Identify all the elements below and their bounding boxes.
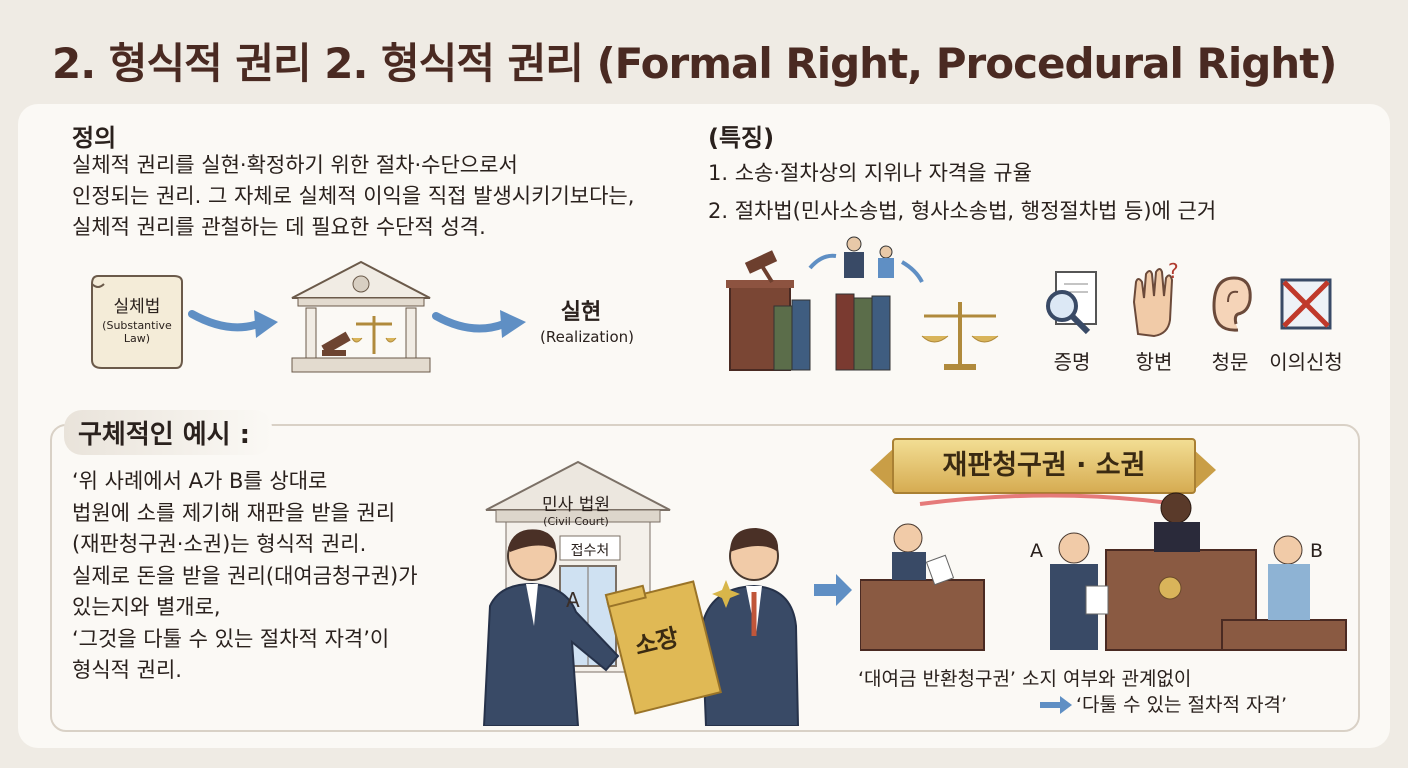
definition-text: 실체적 권리를 실현·확정하기 위한 절차·수단으로서 인정되는 권리. 그 자…: [72, 150, 634, 243]
scroll-sub-label: (Substantive Law): [102, 319, 172, 345]
arrow-icon: [814, 574, 852, 606]
right-to-sue-banner: 재판청구권 · 소권: [892, 438, 1196, 494]
definition-line: 실체적 권리를 관철하는 데 필요한 수단적 성격.: [72, 215, 486, 239]
example-line: 실제로 돈을 받을 권리(대여금청구권)가: [72, 563, 418, 588]
courthouse-icon: [291, 260, 431, 373]
example-line: 있는지와 별개로,: [72, 595, 221, 619]
result-sub-label: (Realization): [540, 328, 635, 346]
feature-item: 2. 절차법(민사소송법, 형사소송법, 행정절차법 등)에 근거: [708, 199, 1217, 223]
party-a-label: A: [1030, 540, 1043, 562]
banner-ribbon-left: [870, 448, 894, 492]
features-list: 1. 소송·절차상의 지위나 자격을 규율 2. 절차법(민사소송법, 형사소송…: [708, 154, 1216, 230]
example-line: (재판청구권·소권)는 형식적 권리.: [72, 532, 367, 556]
arrow-icon: [1040, 696, 1072, 714]
icon-label: 항변: [1135, 350, 1173, 374]
example-text: ‘위 사례에서 A가 B를 상대로 법원에 소를 제기해 재판을 받을 권리 (…: [72, 466, 418, 687]
magnifier-document-icon: [1046, 271, 1097, 335]
law-books-illustration: [726, 236, 999, 371]
definition-line: 인정되는 권리. 그 자체로 실체적 이익을 직접 발생시키기보다는,: [72, 184, 635, 208]
civil-court-illustration: [482, 460, 800, 726]
scroll-icon: [91, 275, 183, 369]
court-sub-label: (Civil Court): [543, 515, 609, 528]
door-label: A: [566, 588, 580, 612]
example-line: ‘위 사례에서 A가 B를 상대로: [72, 469, 328, 493]
icon-label: 이의신청: [1269, 350, 1343, 374]
icon-label: 청문: [1211, 350, 1249, 374]
example-line: 법원에 소를 제기해 재판을 받을 권리: [72, 500, 396, 525]
courtroom-caption: ‘대여금 반환청구권’ 소지 여부와 관계없이: [858, 668, 1192, 690]
cross-box-icon: [1280, 278, 1332, 330]
courtroom-illustration: [860, 492, 1347, 651]
banner-ribbon-right: [1192, 448, 1216, 492]
ear-icon: [1212, 276, 1252, 332]
example-line: 형식적 권리.: [72, 658, 182, 682]
result-label: 실현: [560, 300, 602, 325]
raised-hand-icon: ?: [1132, 262, 1179, 338]
scroll-label: 실체법: [113, 297, 161, 317]
example-box: [50, 424, 1360, 732]
example-line: ‘그것을 다툴 수 있는 절차적 자격’이: [72, 626, 390, 651]
example-heading: 구체적인 예시 :: [64, 410, 273, 455]
feature-item: 1. 소송·절차상의 지위나 자격을 규율: [708, 161, 1032, 185]
arrow-icon: [432, 310, 526, 338]
definition-line: 실체적 권리를 실현·확정하기 위한 절차·수단으로서: [72, 153, 518, 177]
page-title: 2. 형식적 권리 2. 형식적 권리 (Formal Right, Proce…: [52, 39, 1337, 88]
reception-sign: 접수처: [570, 543, 610, 559]
definition-heading: 정의: [72, 124, 117, 152]
court-name: 민사 법원: [542, 495, 610, 515]
icon-label: 증명: [1053, 350, 1091, 374]
arrow-icon: [188, 310, 278, 338]
features-heading: (특징): [708, 124, 775, 152]
svg-text:?: ?: [1168, 262, 1179, 283]
courtroom-caption-result: ‘다툴 수 있는 절차적 자격’: [1076, 694, 1288, 716]
party-b-label: B: [1310, 540, 1324, 562]
